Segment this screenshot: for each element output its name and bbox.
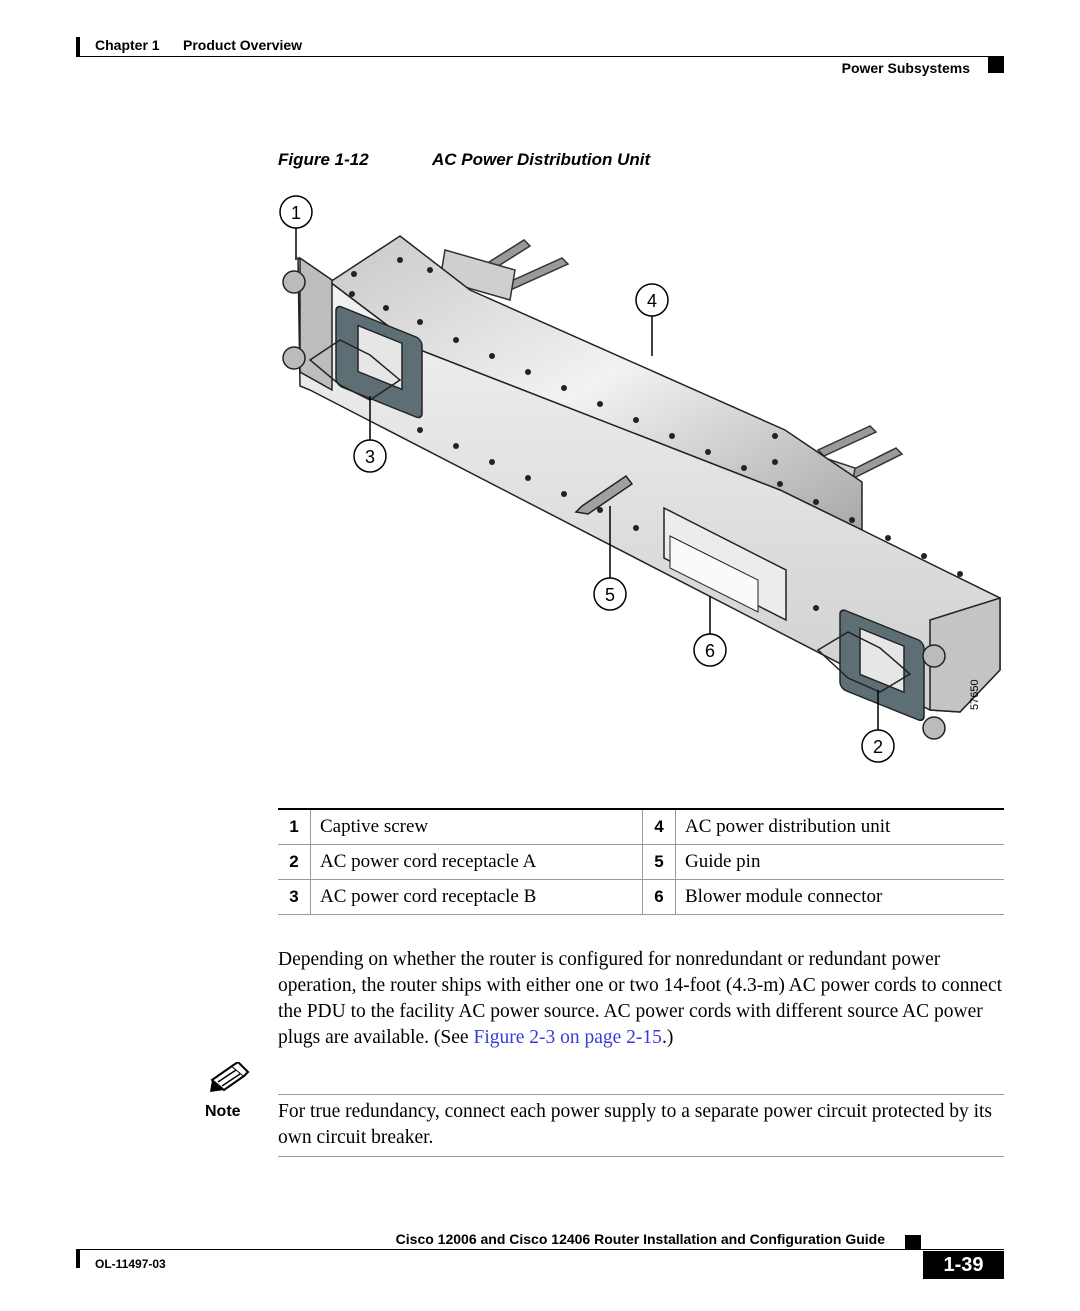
chapter-title: Product Overview [183,37,303,53]
chapter-label: Chapter 1 [95,37,160,53]
blower-connector [663,506,787,622]
end-plate-left [299,256,333,392]
footer-bar [76,1250,80,1268]
note-rule-bottom [278,1156,1004,1157]
note-rule-top [278,1094,1004,1095]
legend-number: 5 [642,844,676,880]
receptacle-b [308,305,423,419]
legend-number: 4 [642,808,676,845]
legend-text: Blower module connector [675,879,1004,915]
svg-text:6: 6 [705,641,715,661]
paragraph-text: Depending on whether the router is confi… [278,949,1003,1048]
legend-row: 3 AC power cord receptacle B 6 Blower mo… [278,879,1004,915]
pencil-icon [210,1062,250,1092]
footer-rule [76,1249,1004,1250]
svg-text:2: 2 [873,737,883,757]
guide-pin [574,474,634,515]
legend-number: 6 [642,879,676,915]
figure-title: AC Power Distribution Unit [432,150,651,169]
legend-text: Guide pin [675,844,1004,880]
footer-marker [905,1235,921,1249]
legend-text: AC power cord receptacle A [310,844,643,880]
legend-table: 1 Captive screw 4 AC power distribution … [278,808,1004,915]
captive-screws [282,270,946,740]
note-text: For true redundancy, connect each power … [278,1101,993,1148]
legend-row: 2 AC power cord receptacle A 5 Guide pin [278,844,1004,880]
body-paragraph: Depending on whether the router is confi… [278,947,1008,1051]
svg-text:5: 5 [605,585,615,605]
svg-text:1: 1 [291,203,301,223]
header-marker [988,57,1004,73]
doc-number: OL-11497-03 [95,1257,166,1271]
legend-text: AC power distribution unit [675,808,1004,845]
pdu-illustration: 1 4 3 5 6 2 57650 [279,195,1001,763]
paragraph-end: .) [661,1027,674,1048]
receptacle-a [816,609,925,722]
figure-link[interactable]: Figure 2-3 on page 2-15 [473,1027,662,1048]
header-bar [76,37,80,56]
end-plate-right [929,596,1001,713]
legend-text: Captive screw [310,808,643,845]
svg-text:4: 4 [647,291,657,311]
art-id: 57650 [969,679,981,710]
page-number: 1-39 [923,1251,1004,1279]
legend-number: 2 [278,844,311,880]
guide-title: Cisco 12006 and Cisco 12406 Router Insta… [395,1231,885,1247]
svg-text:3: 3 [365,447,375,467]
legend-number: 1 [278,808,311,845]
callouts: 1 4 3 5 6 2 [279,195,895,763]
section-title: Power Subsystems [841,60,970,76]
note-label: Note [205,1103,241,1120]
legend-text: AC power cord receptacle B [310,879,643,915]
legend-number: 3 [278,879,311,915]
figure-number: Figure 1-12 [278,150,369,169]
header-rule [76,56,1004,57]
legend-row: 1 Captive screw 4 AC power distribution … [278,808,1004,845]
